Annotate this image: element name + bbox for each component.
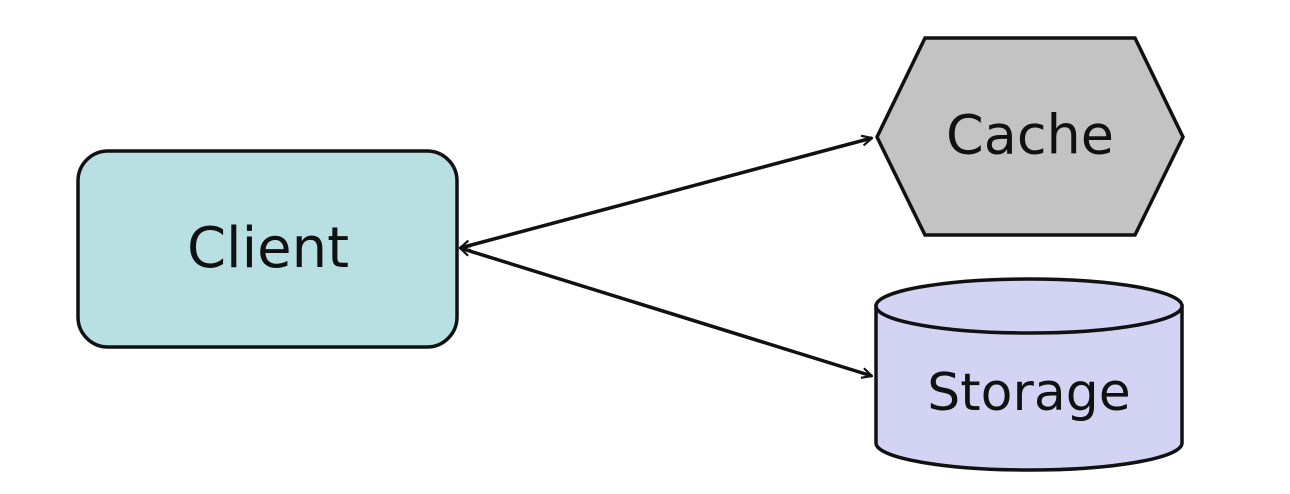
edge-client-storage [460,248,872,376]
storage-label: Storage [927,363,1130,423]
storage-cylinder-top [874,277,1184,335]
cache-node: Cache [875,36,1185,237]
client-box [76,149,459,349]
client-node: Client [76,149,459,349]
client-label: Client [187,216,349,281]
storage-cylinder-body [874,304,1184,472]
edge-client-cache [460,138,872,248]
storage-node: Storage [874,277,1184,472]
cache-label: Cache [946,104,1114,167]
cache-hexagon [875,36,1185,237]
